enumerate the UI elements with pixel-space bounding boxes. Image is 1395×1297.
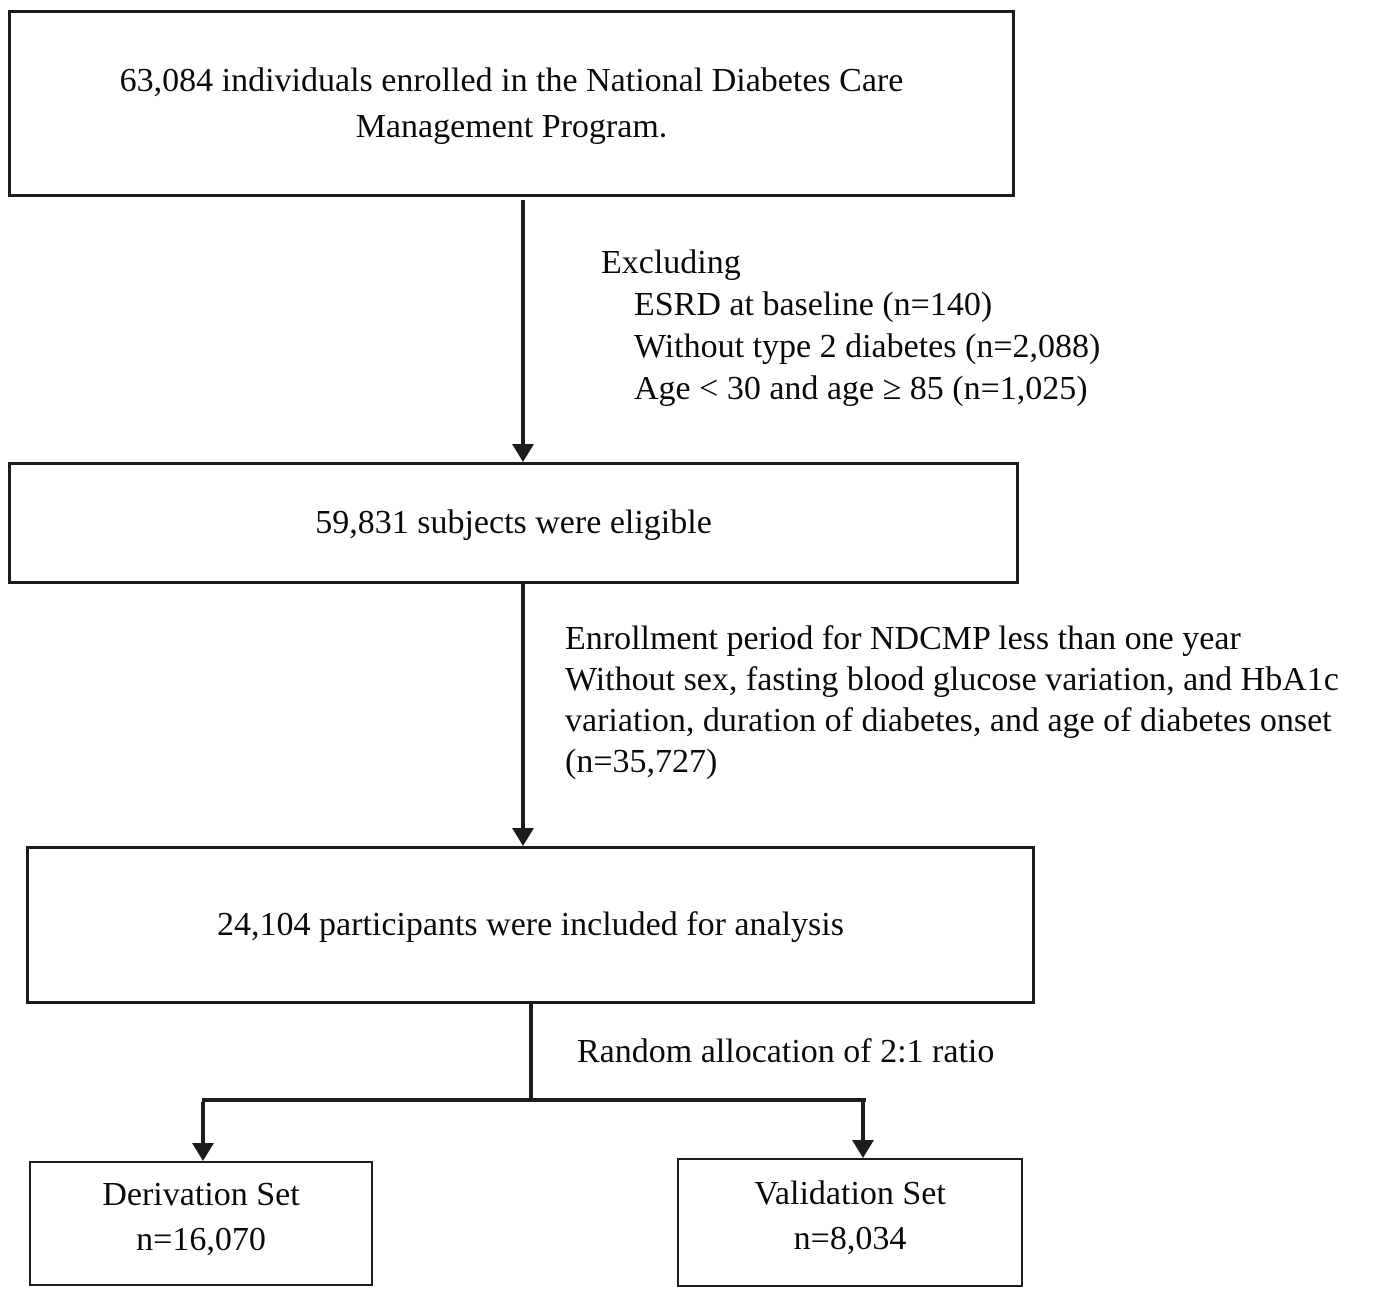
arrowhead-down-icon bbox=[512, 444, 534, 462]
exclusion-note-1-header: Excluding bbox=[601, 244, 741, 281]
box-derivation-set: Derivation Set n=16,070 bbox=[29, 1161, 373, 1286]
box-enrolled-line-1: 63,084 individuals enrolled in the Natio… bbox=[119, 61, 904, 99]
connector-enrolled-to-eligible bbox=[521, 200, 525, 444]
box-validation-n: n=8,034 bbox=[793, 1219, 907, 1257]
exclusion-note-2-line: (n=35,727) bbox=[565, 743, 718, 780]
connector-split-to-derivation bbox=[201, 1102, 205, 1144]
exclusion-note-2-line: variation, duration of diabetes, and age… bbox=[565, 702, 1332, 739]
box-analysis: 24,104 participants were included for an… bbox=[26, 846, 1035, 1004]
arrowhead-down-icon bbox=[192, 1143, 214, 1161]
connector-eligible-to-analysis bbox=[521, 584, 525, 828]
box-eligible-line-1: 59,831 subjects were eligible bbox=[315, 504, 712, 541]
connector-analysis-to-split bbox=[529, 1004, 533, 1102]
box-derivation-title: Derivation Set bbox=[102, 1175, 300, 1213]
box-enrolled: 63,084 individuals enrolled in the Natio… bbox=[8, 10, 1015, 197]
box-validation-set: Validation Set n=8,034 bbox=[677, 1158, 1023, 1287]
exclusion-note-1-item: Age < 30 and age ≥ 85 (n=1,025) bbox=[634, 370, 1088, 407]
box-eligible: 59,831 subjects were eligible bbox=[8, 462, 1019, 584]
box-enrolled-line-2: Management Program. bbox=[355, 107, 668, 145]
exclusion-note-2: Enrollment period for NDCMP less than on… bbox=[565, 618, 1339, 782]
exclusion-note-1-item: ESRD at baseline (n=140) bbox=[634, 286, 993, 323]
allocation-label: Random allocation of 2:1 ratio bbox=[577, 1033, 995, 1070]
box-derivation-n: n=16,070 bbox=[136, 1220, 266, 1258]
arrowhead-down-icon bbox=[852, 1140, 874, 1158]
box-validation-title: Validation Set bbox=[754, 1174, 946, 1212]
exclusion-note-2-line: Without sex, fasting blood glucose varia… bbox=[565, 661, 1339, 698]
arrowhead-down-icon bbox=[512, 828, 534, 846]
exclusion-note-1: Excluding ESRD at baseline (n=140) Witho… bbox=[601, 242, 1100, 410]
box-analysis-line-1: 24,104 participants were included for an… bbox=[217, 906, 844, 943]
exclusion-note-2-line: Enrollment period for NDCMP less than on… bbox=[565, 620, 1241, 657]
exclusion-note-1-item: Without type 2 diabetes (n=2,088) bbox=[634, 328, 1101, 365]
split-horizontal-line bbox=[202, 1098, 866, 1102]
connector-split-to-validation bbox=[861, 1102, 865, 1140]
